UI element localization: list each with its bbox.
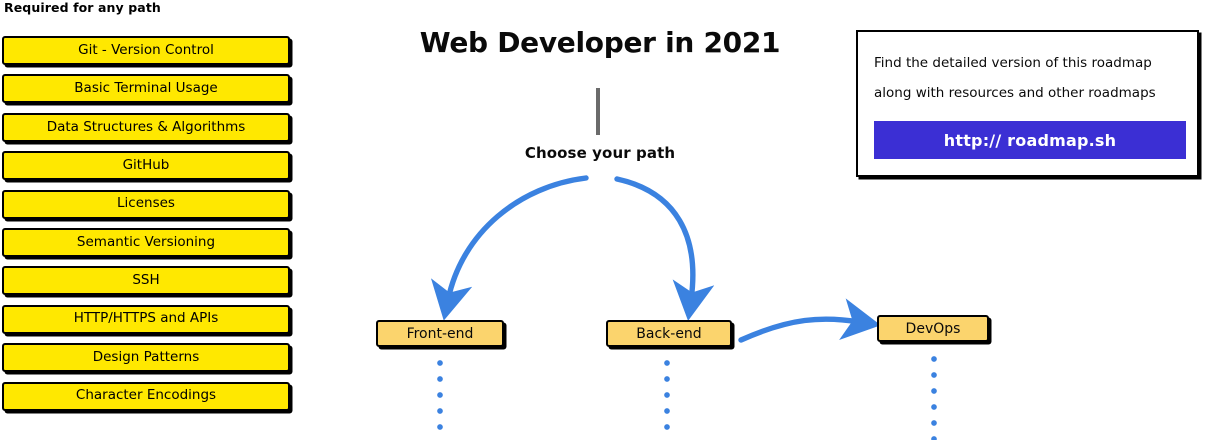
required-section-heading: Required for any path bbox=[4, 0, 161, 15]
required-item-ssh[interactable]: SSH bbox=[2, 266, 290, 296]
dotted-trail-back-end bbox=[664, 360, 670, 440]
required-item-label: Design Patterns bbox=[92, 348, 200, 365]
required-item-label: Git - Version Control bbox=[78, 41, 214, 58]
required-item-label: Basic Terminal Usage bbox=[74, 80, 218, 97]
node-devops[interactable]: DevOps bbox=[877, 315, 989, 342]
info-card-text: Find the detailed version of this roadma… bbox=[874, 48, 1186, 108]
required-item-licenses[interactable]: Licenses bbox=[2, 189, 290, 219]
roadmap-info-card: Find the detailed version of this roadma… bbox=[856, 30, 1199, 177]
required-for-any-path-section: Required for any path Git - Version Cont… bbox=[0, 0, 300, 436]
required-item-label: GitHub bbox=[122, 156, 170, 173]
node-back-end[interactable]: Back-end bbox=[606, 320, 732, 347]
node-label: DevOps bbox=[905, 320, 961, 337]
required-item-github[interactable]: GitHub bbox=[2, 151, 290, 181]
title-connector-line bbox=[596, 88, 600, 135]
info-card-line-1: Find the detailed version of this roadma… bbox=[874, 55, 1152, 71]
required-item-character-encodings[interactable]: Character Encodings bbox=[2, 381, 290, 411]
required-item-http-apis[interactable]: HTTP/HTTPS and APIs bbox=[2, 304, 290, 334]
info-card-line-2: along with resources and other roadmaps bbox=[874, 85, 1156, 101]
required-item-label: Semantic Versioning bbox=[76, 233, 216, 250]
node-front-end[interactable]: Front-end bbox=[376, 320, 504, 347]
required-item-label: Character Encodings bbox=[75, 387, 217, 404]
roadmap-url-label: http:// roadmap.sh bbox=[943, 130, 1117, 150]
node-label: Front-end bbox=[406, 325, 474, 342]
required-item-label: Licenses bbox=[117, 195, 175, 212]
required-item-git[interactable]: Git - Version Control bbox=[2, 36, 290, 65]
required-item-semantic-versioning[interactable]: Semantic Versioning bbox=[2, 227, 290, 257]
dotted-trail-front-end bbox=[437, 360, 443, 440]
page-title-text: Web Developer in 2021 bbox=[419, 26, 781, 59]
node-label: Back-end bbox=[636, 325, 702, 342]
roadmap-url-button[interactable]: http:// roadmap.sh bbox=[874, 121, 1186, 159]
required-item-label: SSH bbox=[132, 272, 160, 289]
required-item-data-structures[interactable]: Data Structures & Algorithms bbox=[2, 112, 290, 142]
required-items-list: Git - Version Control Basic Terminal Usa… bbox=[2, 36, 290, 420]
required-item-label: Data Structures & Algorithms bbox=[46, 118, 246, 135]
dotted-trail-devops bbox=[931, 356, 937, 440]
required-item-design-patterns[interactable]: Design Patterns bbox=[2, 343, 290, 373]
required-item-label: HTTP/HTTPS and APIs bbox=[73, 310, 219, 327]
required-item-terminal[interactable]: Basic Terminal Usage bbox=[2, 74, 290, 104]
choose-your-path-label: Choose your path bbox=[524, 144, 676, 162]
